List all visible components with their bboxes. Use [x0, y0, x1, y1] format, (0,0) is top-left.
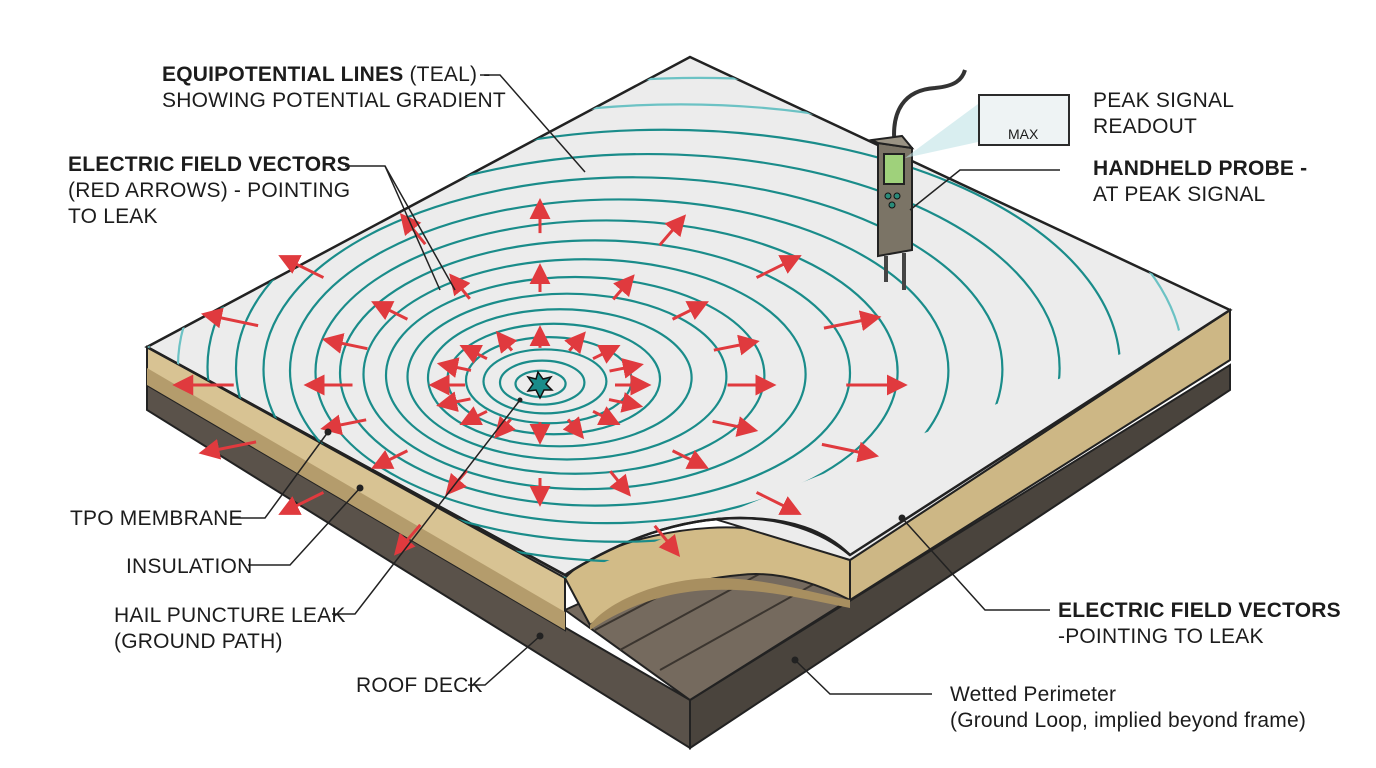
label-ground-path: (GROUND PATH) [114, 630, 283, 653]
field-vector-arrow [278, 491, 325, 515]
label-roof-deck: ROOF DECK [356, 674, 483, 697]
field-vector-arrow [592, 344, 621, 364]
field-vector-arrow [371, 449, 409, 469]
leader-dots [324, 397, 906, 664]
equipotential-line [314, 219, 899, 525]
field-vector-arrow [821, 441, 880, 463]
electric-field-vectors [172, 198, 908, 557]
equipotential-line [498, 359, 586, 406]
label-equipotential-bold: EQUIPOTENTIAL LINES [162, 63, 404, 86]
field-vector-arrow [459, 406, 488, 426]
label-wetted-perimeter: Wetted Perimeter [950, 683, 1117, 706]
field-vector-arrow [495, 330, 518, 354]
label-equipotential-line2: SHOWING POTENTIAL GRADIENT [162, 89, 506, 112]
label-efv-left-line2: (RED ARROWS) - POINTING [68, 179, 351, 202]
equipotential-line [234, 152, 1061, 578]
label-equipotential-rest: (TEAL) - [403, 63, 491, 86]
field-vector-arrow [320, 414, 367, 436]
equipotential-line [406, 292, 728, 461]
hail-puncture-leak-marker [526, 370, 554, 400]
field-vector-arrow [564, 331, 586, 355]
field-vector-arrow [278, 255, 325, 279]
label-efv-right: ELECTRIC FIELD VECTORS [1058, 598, 1341, 623]
field-vector-arrow [755, 255, 802, 279]
field-vector-arrow [671, 301, 709, 321]
field-vector-arrow [592, 406, 621, 426]
readout-max-label: MAX [1008, 126, 1039, 142]
label-handheld-probe: HANDHELD PROBE - [1093, 156, 1307, 181]
field-vector-arrow [321, 333, 368, 354]
equipotential-line [288, 198, 950, 543]
field-vector-arrow [823, 310, 882, 331]
field-vector-arrow [658, 214, 687, 247]
label-insulation: INSULATION [126, 555, 253, 578]
field-vector-arrow [609, 470, 631, 497]
field-vector-arrow [562, 416, 585, 440]
label-tpo-membrane: TPO MEMBRANE [70, 507, 243, 530]
label-peak-signal: PEAK SIGNAL [1093, 89, 1235, 112]
label-efv-right-bold: ELECTRIC FIELD VECTORS [1058, 599, 1341, 622]
label-efv-right-line2: -POINTING TO LEAK [1058, 625, 1264, 648]
leader-lines [232, 74, 1060, 695]
field-vector-arrow [449, 273, 471, 300]
equipotential-line [362, 258, 807, 491]
field-vector-arrow [459, 344, 488, 364]
field-vector-arrow [612, 274, 635, 301]
equipotential-line [338, 239, 852, 507]
field-vector-arrow [399, 213, 427, 246]
peak-signal-readout-display [978, 94, 1070, 146]
field-vector-arrow [436, 357, 472, 378]
equipotential-line [426, 308, 693, 448]
field-vector-arrow [198, 439, 257, 460]
field-vector-arrow [608, 392, 644, 413]
label-probe-peak: AT PEAK SIGNAL [1093, 183, 1266, 206]
label-peak-readout: READOUT [1093, 115, 1198, 138]
label-handheld-probe-bold: HANDHELD PROBE - [1093, 157, 1308, 180]
field-vector-arrow [671, 449, 709, 469]
probe-signal-beam [905, 104, 978, 158]
field-vector-arrow [494, 415, 516, 439]
field-vector-arrow [200, 307, 259, 329]
field-vector-arrow [609, 358, 644, 379]
field-vector-arrow [713, 334, 760, 356]
field-vector-arrow [653, 524, 681, 557]
insulation-layer [146, 308, 1231, 632]
label-efv-left: ELECTRIC FIELD VECTORS [68, 152, 351, 177]
equipotential-line [482, 348, 608, 415]
field-vector-arrow [712, 416, 759, 437]
field-vector-arrow [755, 491, 802, 515]
handheld-probe [868, 69, 978, 290]
label-efv-left-line3: TO LEAK [68, 205, 158, 228]
label-ground-loop: (Ground Loop, implied beyond frame) [950, 709, 1307, 732]
label-hail-puncture: HAIL PUNCTURE LEAK [114, 604, 346, 627]
field-vector-arrow [371, 301, 409, 321]
field-vector-arrow [436, 391, 471, 412]
field-vector-arrow [393, 523, 422, 556]
label-efv-left-bold: ELECTRIC FIELD VECTORS [68, 153, 351, 176]
label-equipotential: EQUIPOTENTIAL LINES (TEAL) - [162, 62, 490, 87]
